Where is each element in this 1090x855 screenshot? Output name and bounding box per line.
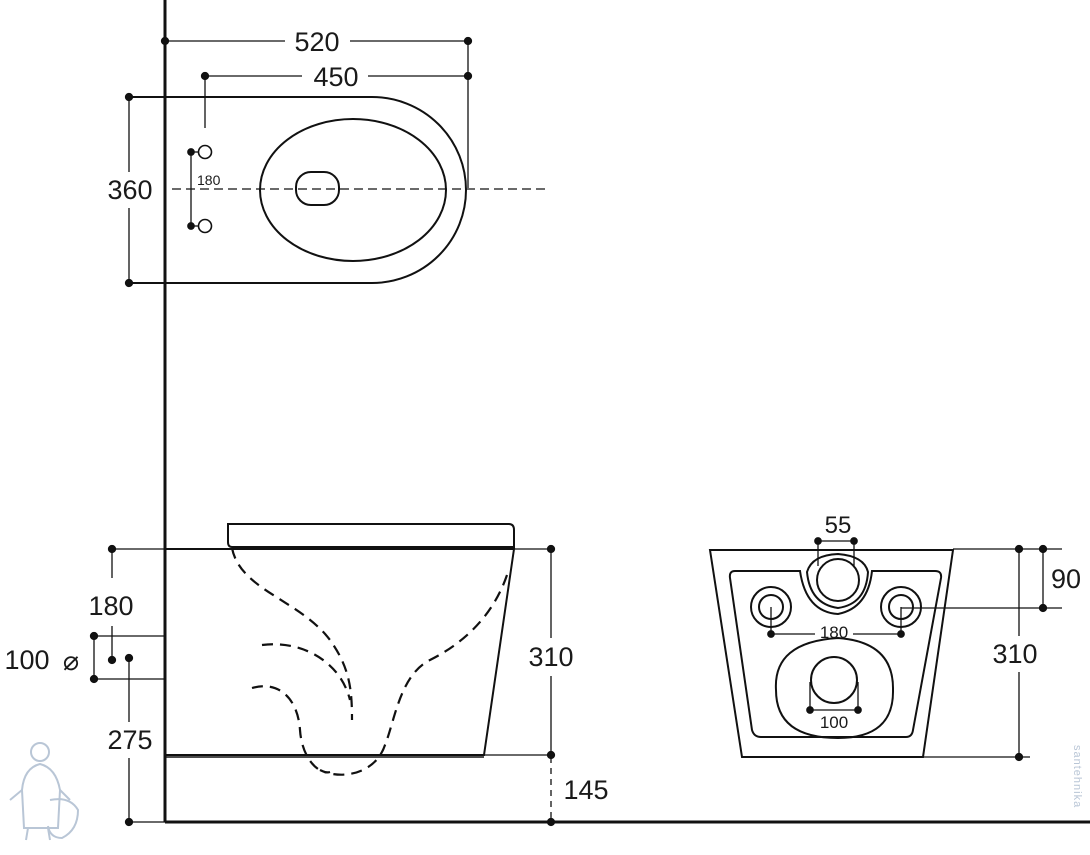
rear-view-dimensions — [767, 537, 1062, 762]
dim-depth: 360 — [107, 175, 152, 205]
dim-pipe-diameter: 100 — [4, 645, 49, 675]
rear-outlet-surround — [774, 636, 895, 740]
dim-rear-inlet-height: 90 — [1051, 564, 1081, 594]
dim-side-height: 310 — [528, 642, 573, 672]
side-seat — [227, 523, 515, 548]
watermark-text: santehnika — [1071, 745, 1083, 808]
top-view — [130, 96, 548, 284]
dim-top-fixing-spacing: 180 — [197, 172, 221, 188]
top-outer-outline — [130, 96, 467, 284]
dim-width-bowl: 450 — [313, 62, 358, 92]
wall-and-floor — [163, 0, 1090, 824]
dim-rear-height: 310 — [992, 639, 1037, 669]
top-fixing-hole-upper — [197, 144, 213, 160]
rear-inlet-arch — [805, 552, 870, 610]
dim-outlet-height: 275 — [107, 725, 152, 755]
dim-bottom-clearance: 145 — [563, 775, 608, 805]
dim-rear-fixing-spacing: 180 — [820, 623, 848, 642]
side-view-dimensions — [89, 544, 556, 827]
top-outlet — [295, 171, 340, 206]
side-body — [165, 548, 516, 756]
top-view-dimensions — [124, 36, 473, 288]
dim-inlet-height: 180 — [88, 591, 133, 621]
top-fixing-hole-lower — [197, 218, 213, 234]
top-bowl-rim — [259, 118, 447, 262]
side-trap-hidden-lines — [230, 547, 509, 776]
rear-outlet — [810, 656, 858, 704]
plumber-logo-icon — [9, 742, 80, 841]
dim-width-overall: 520 — [294, 27, 339, 57]
diameter-symbol: ⌀ — [63, 646, 79, 676]
rear-inner-outline — [728, 570, 943, 738]
side-view — [165, 523, 516, 758]
dim-rear-inlet-width: 55 — [825, 512, 852, 539]
dim-rear-outlet-diameter: 100 — [820, 713, 848, 732]
rear-inlet — [816, 558, 860, 602]
